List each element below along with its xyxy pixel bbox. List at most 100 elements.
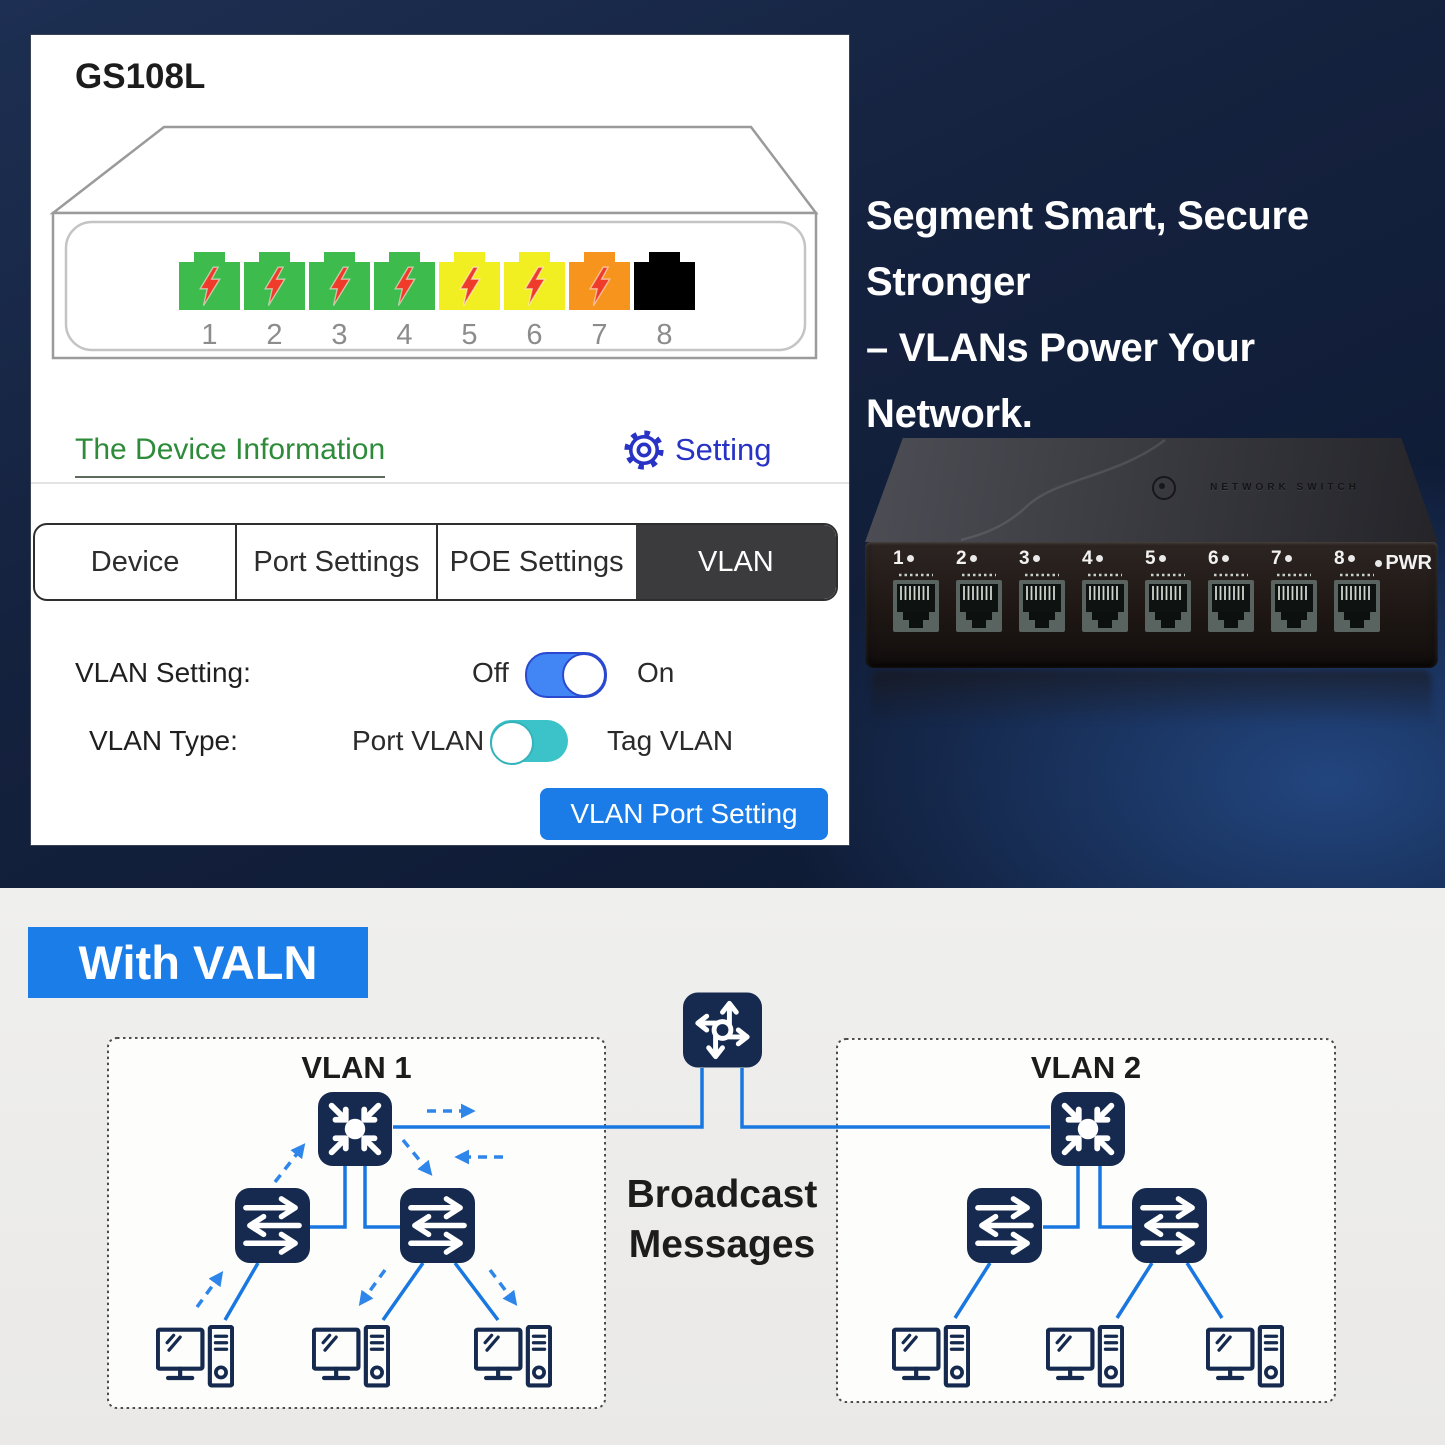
- switch-illustration: 1 2 3 4: [49, 125, 819, 360]
- rj45-jack-icon: [1271, 573, 1317, 632]
- vlan-type-label: VLAN Type:: [89, 725, 238, 756]
- vlan2-core-switch-icon: [1051, 1092, 1125, 1166]
- product-port-6: 6: [1208, 548, 1254, 643]
- tag-vlan-label: Tag VLAN: [607, 725, 734, 756]
- tab-port-settings[interactable]: Port Settings: [235, 525, 435, 599]
- product-port-3: 3: [1019, 548, 1065, 643]
- device-information-link[interactable]: The Device Information: [75, 433, 386, 478]
- headline-line-1: Segment Smart, Secure Stronger: [866, 194, 1309, 304]
- tab-bar: Device Port Settings POE Settings VLAN: [33, 523, 838, 601]
- switch-top-face: NETWORK SWITCH: [865, 438, 1438, 542]
- port-6: 6: [504, 252, 565, 351]
- vlan1-switch-left-icon: [235, 1188, 310, 1263]
- port-number: 5: [461, 319, 477, 351]
- vlan1-core-switch-icon: [318, 1092, 392, 1166]
- product-port-8: 8: [1334, 548, 1380, 643]
- device-model-title: GS108L: [75, 57, 206, 96]
- switch-top-outline: [49, 125, 819, 215]
- port-3: 3: [309, 252, 370, 351]
- pwr-led-dot: [1375, 560, 1383, 567]
- port-number: 3: [331, 319, 347, 351]
- port-4: 4: [374, 252, 435, 351]
- port-number: 2: [266, 319, 282, 351]
- port-5: 5: [439, 252, 500, 351]
- poe-bolt-icon: [264, 266, 286, 307]
- setting-button[interactable]: Setting: [623, 429, 772, 471]
- product-port-4: 4: [1082, 548, 1128, 643]
- info-setting-row: The Device Information Setting: [31, 423, 849, 478]
- top-seam-curve: [960, 439, 1166, 542]
- led-dot: [906, 555, 914, 562]
- switch-front-face: 1 2 3 4 5: [865, 542, 1438, 668]
- rj45-jack-icon: [1019, 573, 1065, 632]
- broadcast-line-1: Broadcast: [626, 1173, 818, 1216]
- port-2: 2: [244, 252, 305, 351]
- poe-bolt-icon: [459, 266, 481, 307]
- rj45-jack-icon: [1145, 573, 1191, 632]
- port-number: 6: [526, 319, 542, 351]
- led-dot: [1032, 555, 1040, 562]
- poe-bolt-icon: [524, 266, 546, 307]
- port-number: 8: [656, 319, 672, 351]
- vlan-diagram-section: With VALN VLAN 1 VLAN 2 Broadcast Messag…: [0, 888, 1445, 1445]
- led-dot: [969, 555, 977, 562]
- port-label: 3: [1019, 548, 1030, 569]
- switch-reflection: [871, 670, 1432, 734]
- vlan-setting-label: VLAN Setting:: [75, 657, 251, 688]
- toggle-knob: [490, 721, 534, 765]
- product-port-1: 1: [893, 548, 939, 643]
- vlan-port-setting-button[interactable]: VLAN Port Setting: [540, 788, 828, 840]
- vlan2-switch-left-icon: [967, 1188, 1042, 1263]
- broadcast-arrows: [195, 1103, 518, 1309]
- poe-bolt-icon: [589, 266, 611, 307]
- port-label: 7: [1271, 548, 1282, 569]
- router-icon: [683, 992, 762, 1067]
- port-label: 6: [1208, 548, 1219, 569]
- switch-product-photo: NETWORK SWITCH 1 2 3: [865, 438, 1438, 738]
- port-label: 5: [1145, 548, 1156, 569]
- rj45-jack-icon: [1334, 573, 1380, 632]
- port-1: 1: [179, 252, 240, 351]
- port-vlan-label: Port VLAN: [352, 725, 485, 756]
- rj45-jack-icon: [1082, 573, 1128, 632]
- port-label: 4: [1082, 548, 1093, 569]
- brand-logo-icon: [1152, 476, 1176, 500]
- poe-bolt-icon: [394, 266, 416, 307]
- rj45-jack-icon: [893, 573, 939, 632]
- tab-vlan[interactable]: VLAN: [635, 525, 836, 599]
- led-dot: [1221, 555, 1229, 562]
- poe-bolt-icon: [329, 266, 351, 307]
- tab-device[interactable]: Device: [90, 545, 180, 578]
- vlan-setting-toggle[interactable]: [525, 652, 607, 698]
- network-topology-svg: [107, 888, 1336, 1409]
- tab-poe-settings[interactable]: POE Settings: [435, 525, 636, 599]
- broadcast-messages-label: Broadcast Messages: [572, 1170, 872, 1270]
- setting-label: Setting: [675, 432, 772, 467]
- gear-icon: [624, 430, 664, 470]
- port-8: 8: [634, 252, 695, 351]
- brand-text: NETWORK SWITCH: [1210, 482, 1360, 493]
- headline: Segment Smart, Secure Stronger – VLANs P…: [866, 183, 1431, 447]
- vlan1-group-box: [107, 1037, 606, 1409]
- product-port-5: 5: [1145, 548, 1191, 643]
- switch-front-panel: [64, 220, 807, 352]
- poe-bolt-icon: [199, 266, 221, 307]
- pwr-text: PWR: [1385, 552, 1432, 574]
- port-label: 8: [1334, 548, 1345, 569]
- vlan-type-toggle[interactable]: [490, 720, 568, 765]
- vlan-type-row: VLAN Type: Port VLAN Tag VLAN: [31, 718, 849, 765]
- vlan2-label: VLAN 2: [1030, 1050, 1142, 1085]
- led-dot: [1284, 555, 1292, 562]
- product-port-7: 7: [1271, 548, 1317, 643]
- port-label: 2: [956, 548, 967, 569]
- port-label: 1: [893, 548, 904, 569]
- rj45-jack-icon: [1208, 573, 1254, 632]
- led-dot: [1095, 555, 1103, 562]
- vlan-setting-row: VLAN Setting: Off On: [31, 650, 849, 698]
- toggle-knob: [562, 653, 606, 697]
- solid-links: [223, 1068, 1224, 1322]
- product-port-2: 2: [956, 548, 1002, 643]
- vlan1-switch-right-icon: [400, 1188, 475, 1263]
- port-7: 7: [569, 252, 630, 351]
